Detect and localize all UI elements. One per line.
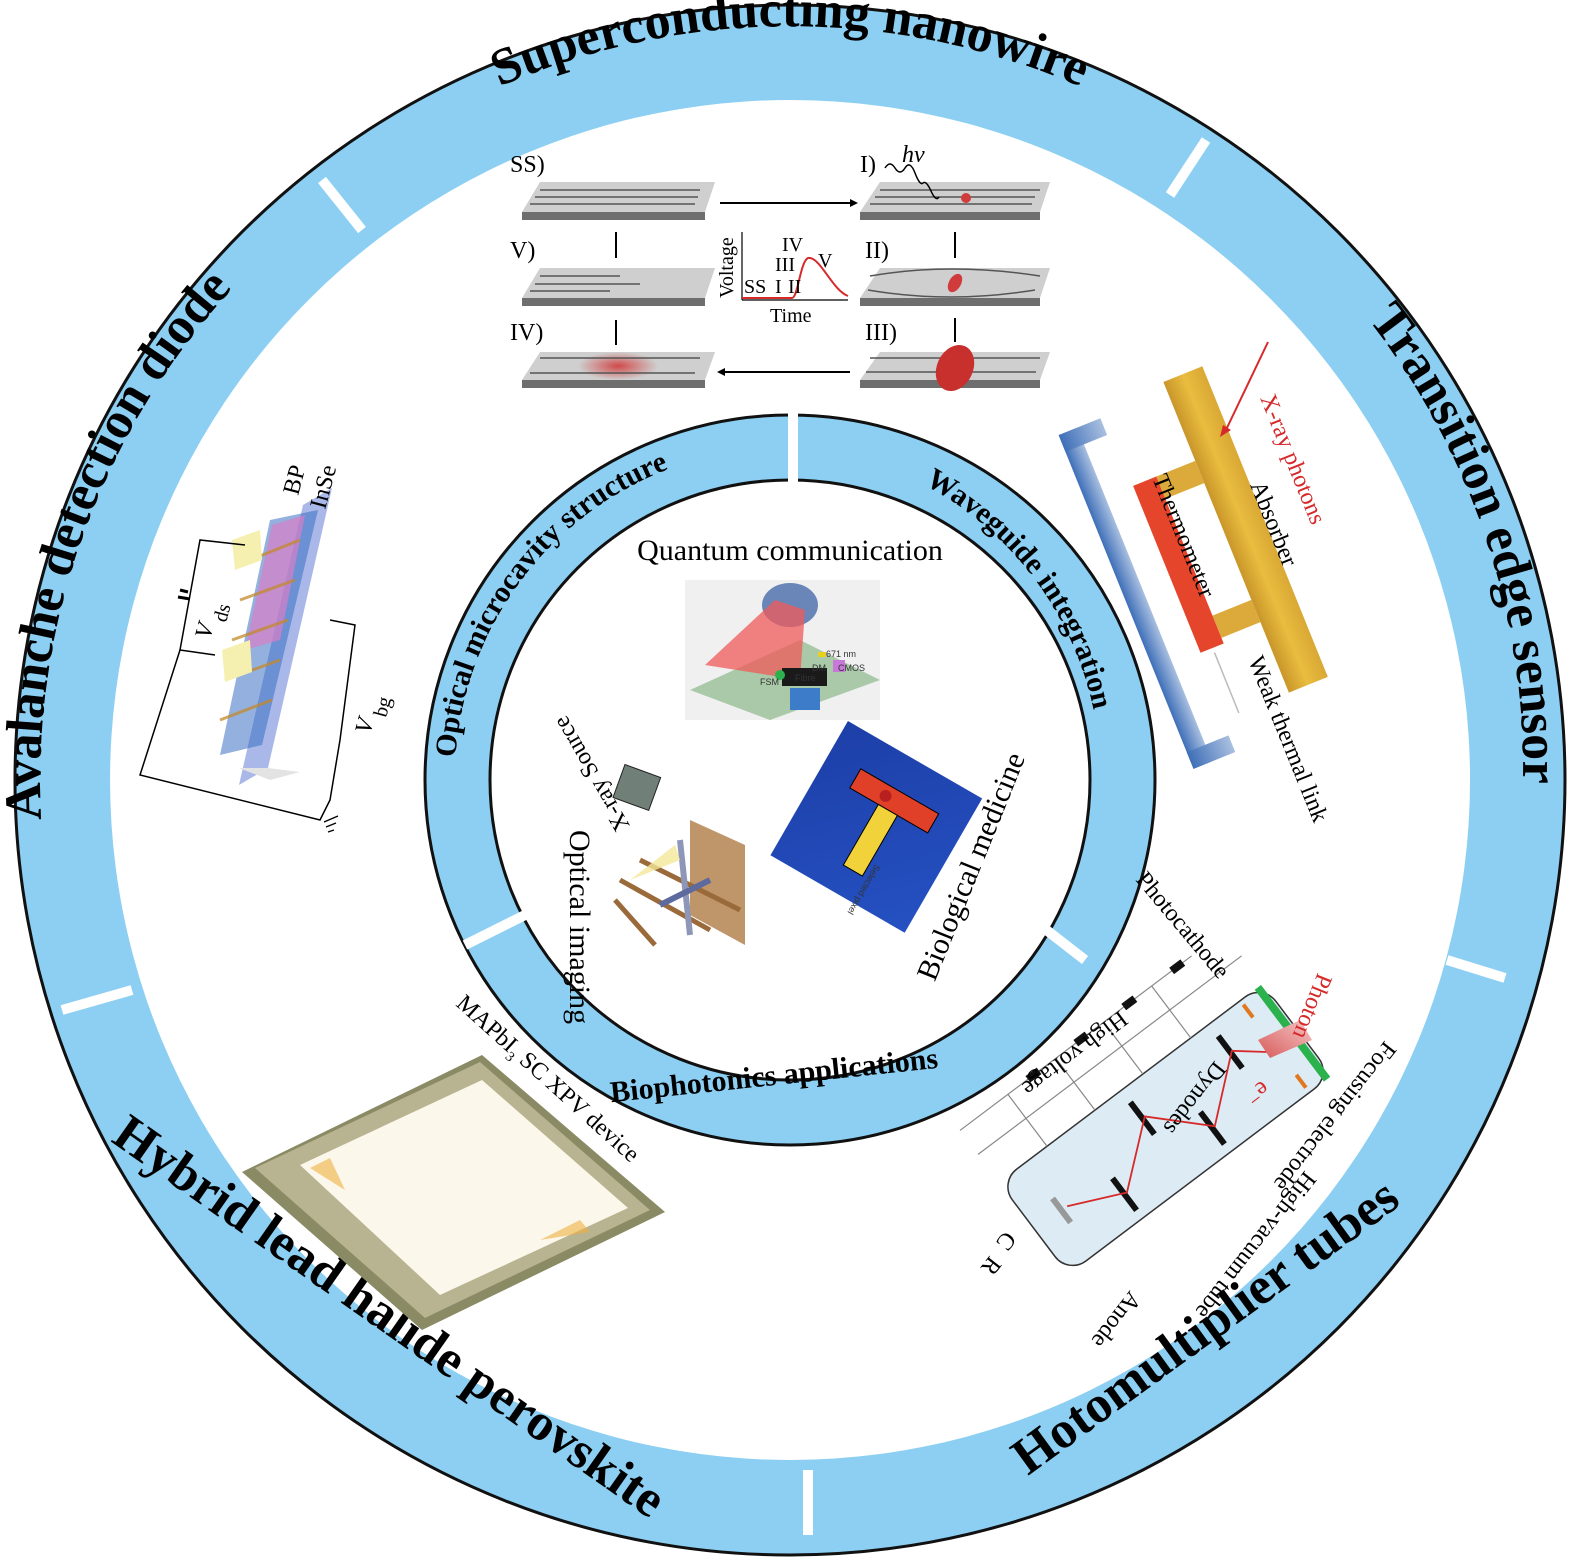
app-label-imaging: Optical imaging — [563, 830, 596, 1024]
perovskite-panel: MAPbI3 SC XPV device — [242, 990, 665, 1330]
graph-stage-ss: SS — [744, 276, 766, 298]
snspd-panel: SS) I) II) III) IV) V) hν Voltage Time S… — [510, 142, 1050, 392]
vds-subscript: ds — [210, 601, 236, 624]
weak-thermal-link-line — [1213, 652, 1240, 714]
graph-stage-ii: II — [788, 276, 801, 298]
capacitor-label: C — [990, 1226, 1020, 1255]
vds-circuit — [179, 539, 246, 656]
electrode-top — [232, 530, 262, 570]
substrate-frame — [1058, 427, 1213, 769]
graph-xlabel: Time — [770, 305, 812, 327]
label-dm: DM — [812, 663, 826, 673]
state-label-v: V) — [510, 238, 535, 264]
anode-bar — [1050, 1196, 1074, 1225]
resistor-label: R — [975, 1251, 1005, 1280]
xray-arrow — [1224, 341, 1269, 433]
vbg-label: V — [351, 713, 381, 736]
ring-separator — [318, 176, 366, 234]
app-label-quantum: Quantum communication — [637, 534, 943, 567]
vds-label: V — [191, 618, 221, 641]
vbg-subscript: bg — [370, 694, 396, 719]
plate-v — [522, 268, 715, 306]
inner-ring — [423, 413, 1157, 1147]
plate-iv — [522, 352, 715, 388]
ring-separator — [1445, 955, 1507, 983]
graph-stage-iv: IV — [782, 234, 804, 256]
quantum-setup-image: 671 nm DM CMOS FSM Fibre — [685, 580, 880, 720]
voltage-curve — [742, 257, 849, 299]
plate-ss — [522, 182, 715, 220]
photon-label-pmt: Photon — [1287, 970, 1337, 1043]
electrode-bottom — [222, 640, 252, 682]
ring-separator — [462, 910, 528, 950]
laser-beam — [705, 600, 805, 680]
ring-separator — [1036, 921, 1089, 964]
bp-layer — [245, 515, 305, 650]
graph-stage-iii: III — [775, 254, 795, 276]
electron-path — [1066, 1049, 1272, 1208]
label-fibre: Fibre — [795, 673, 816, 683]
plate-ii — [860, 268, 1050, 306]
apd-panel: V ds V bg BP InSe — [139, 462, 396, 833]
photon-label: hν — [902, 142, 925, 168]
label-cmos: CMOS — [838, 663, 865, 673]
thermometer-strip — [1133, 476, 1224, 653]
state-label-ii: II) — [865, 238, 889, 264]
state-label-i: I) — [860, 152, 876, 178]
plate-iii — [860, 344, 1050, 392]
xray-imaging-image — [612, 763, 745, 947]
dynode — [1110, 1176, 1139, 1213]
plate-i — [860, 182, 1050, 220]
dynode — [1127, 1100, 1157, 1137]
vbg-circuit — [139, 619, 356, 821]
ring-separator — [1165, 137, 1211, 198]
label-671nm: 671 nm — [826, 649, 856, 659]
heatmap-image: Selected pixel — [770, 721, 983, 933]
outer-ring — [13, 3, 1567, 1557]
state-label-ss: SS) — [510, 152, 545, 178]
photon-arrow — [1258, 1020, 1312, 1058]
dynode — [1197, 1110, 1227, 1146]
dynode — [1215, 1034, 1245, 1070]
graph-ylabel: Voltage — [716, 237, 738, 298]
bp-label: BP — [279, 462, 312, 497]
state-label-iv: IV) — [510, 320, 543, 346]
voltage-graph: Voltage Time SS I II III IV V — [716, 232, 849, 327]
ground-icon — [323, 815, 339, 833]
graph-stage-v: V — [818, 250, 833, 272]
absorber-bar — [1163, 366, 1328, 693]
photon-wave-icon — [884, 163, 940, 200]
ring-separator — [60, 985, 134, 1015]
label-fsm: FSM — [760, 677, 779, 687]
device-surface — [300, 1080, 628, 1295]
state-label-iii: III) — [865, 320, 897, 346]
graph-stage-i: I — [775, 276, 782, 298]
